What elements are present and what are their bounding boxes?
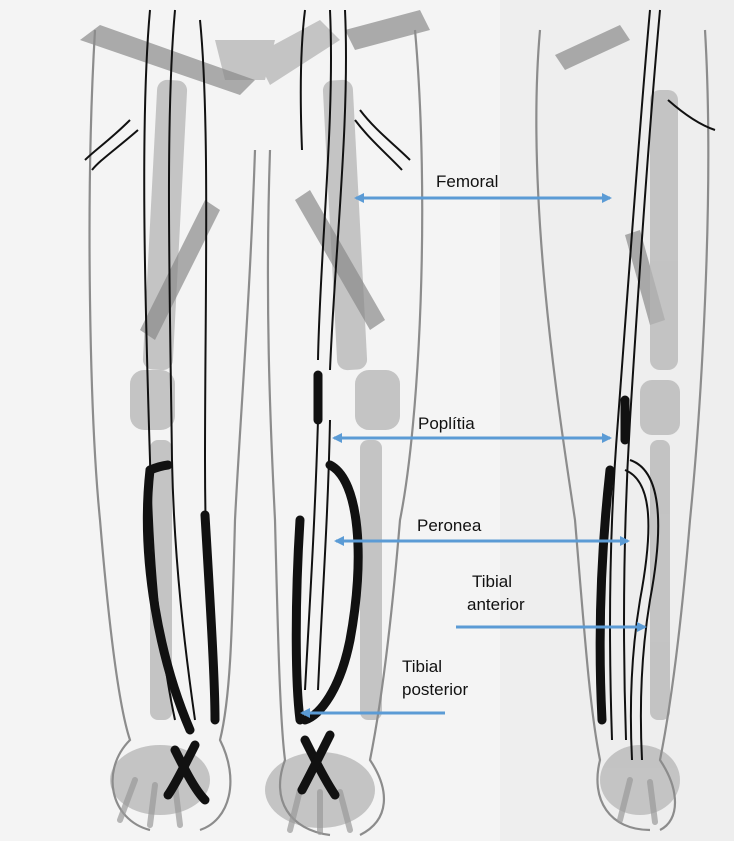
- label-peronea: Peronea: [417, 515, 481, 536]
- label-tibial-anterior-line2: anterior: [467, 594, 525, 615]
- label-femoral: Femoral: [436, 171, 498, 192]
- label-tibial-anterior-line1: Tibial: [472, 571, 512, 592]
- label-tibial-posterior-line2: posterior: [402, 679, 468, 700]
- label-tibial-posterior-line1: Tibial: [402, 656, 442, 677]
- label-poplitia: Poplítia: [418, 413, 475, 434]
